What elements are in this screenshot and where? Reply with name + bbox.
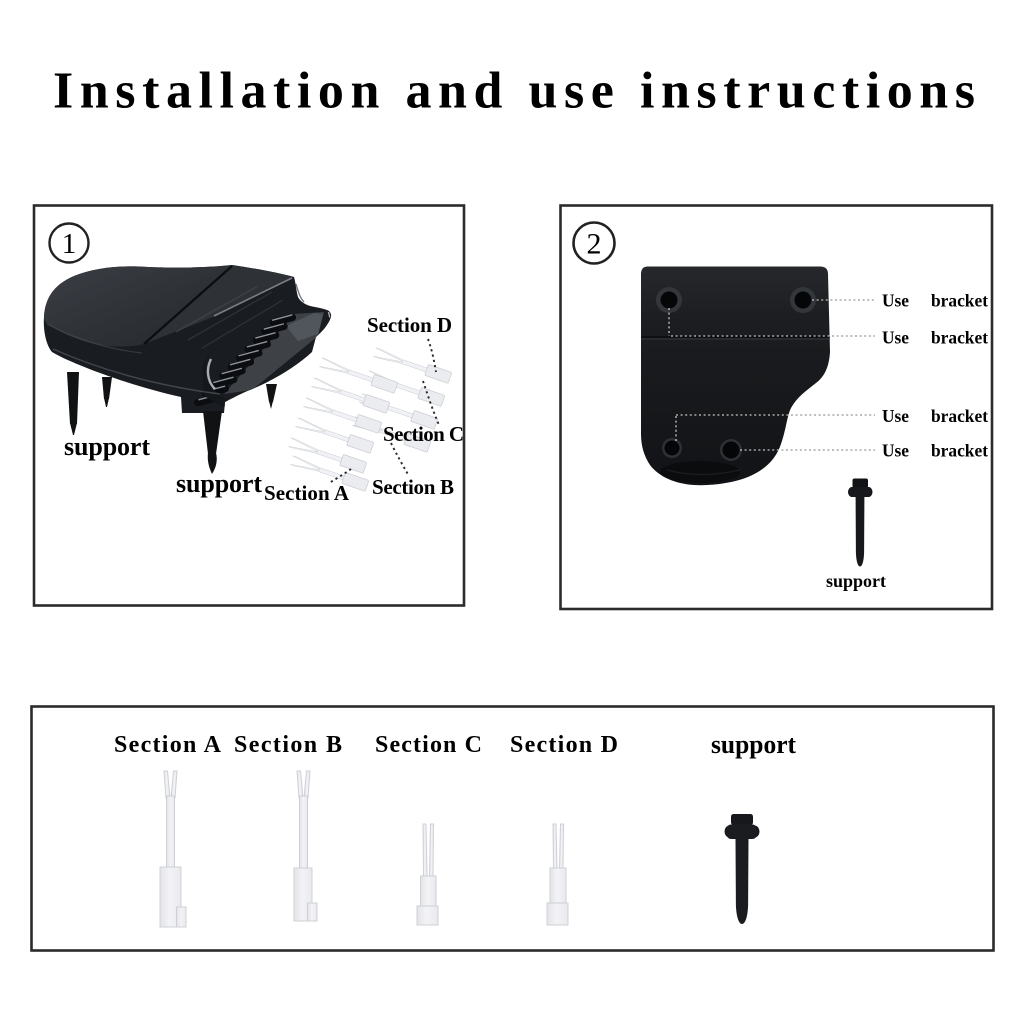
- svg-text:Installation and use instructi: Installation and use instructions: [53, 63, 975, 120]
- svg-text:Section A: Section A: [114, 732, 222, 758]
- svg-text:Use: Use: [882, 441, 909, 461]
- svg-text:support: support: [176, 469, 262, 498]
- svg-text:Section C: Section C: [375, 732, 482, 758]
- svg-text:support: support: [711, 730, 796, 759]
- svg-text:Section D: Section D: [367, 313, 452, 337]
- svg-text:support: support: [64, 432, 150, 461]
- svg-text:bracket: bracket: [931, 328, 988, 348]
- svg-text:Use: Use: [882, 406, 909, 426]
- svg-text:bracket: bracket: [931, 406, 988, 426]
- svg-text:Section B: Section B: [234, 732, 342, 758]
- svg-text:Section B: Section B: [372, 475, 454, 499]
- svg-text:Section C: Section C: [383, 422, 464, 446]
- svg-text:bracket: bracket: [931, 291, 988, 311]
- svg-text:Use: Use: [882, 328, 909, 348]
- svg-text:Section A: Section A: [264, 481, 350, 505]
- svg-text:Use: Use: [882, 291, 909, 311]
- svg-text:1: 1: [62, 228, 77, 260]
- svg-text:2: 2: [587, 228, 602, 261]
- svg-text:support: support: [826, 571, 886, 591]
- svg-text:bracket: bracket: [931, 441, 988, 461]
- svg-text:Section D: Section D: [510, 732, 618, 758]
